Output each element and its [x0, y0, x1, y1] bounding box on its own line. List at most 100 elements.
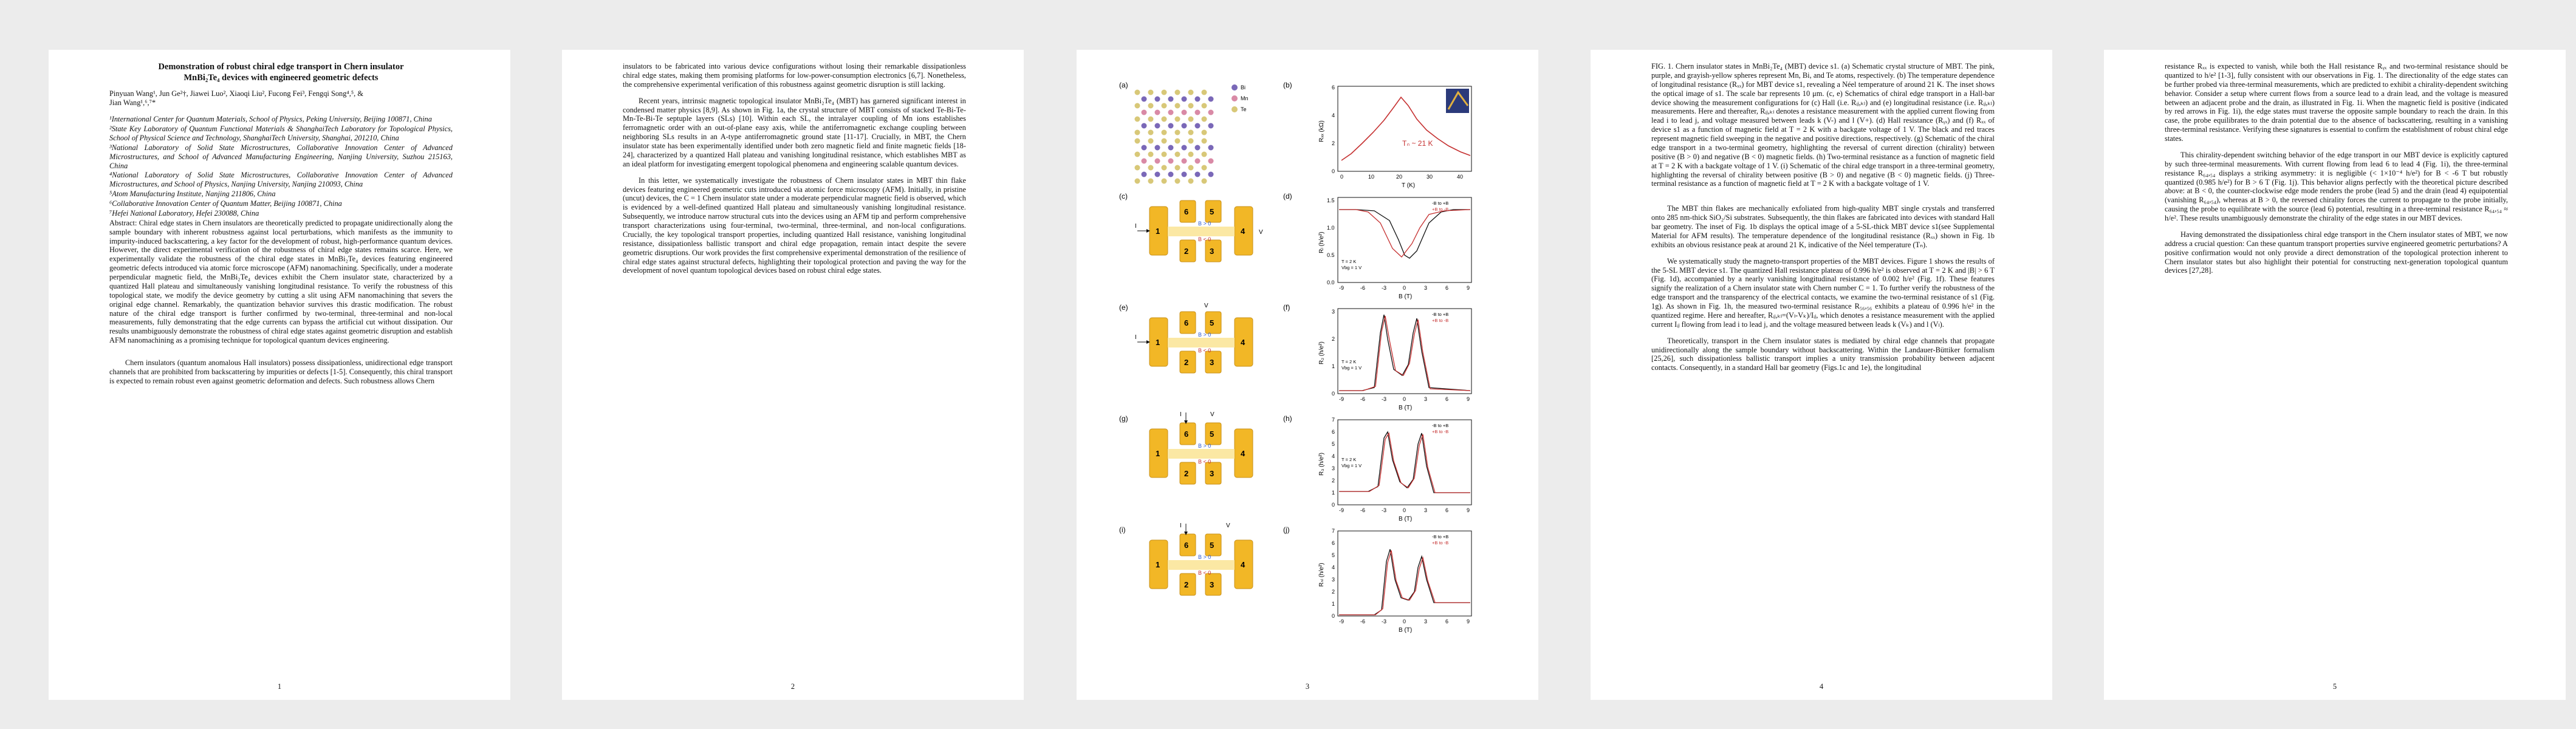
atom-sphere — [1181, 109, 1187, 115]
sweep-pos-to-neg — [1339, 550, 1470, 615]
atom-sphere — [1148, 178, 1154, 184]
affiliation: ³National Laboratory of Solid State Micr… — [109, 143, 453, 170]
j-ytick: 0 — [1332, 613, 1335, 619]
device-schematic-g: 1 2 3 4 5 6 B > 0 B < 0 I V — [1149, 411, 1253, 485]
field-xtick: 3 — [1424, 396, 1427, 402]
h-ytick: 1 — [1332, 490, 1335, 496]
legend-mn: Mn — [1241, 95, 1249, 101]
atom-sphere — [1134, 89, 1140, 95]
contact-3: 3 — [1210, 247, 1214, 256]
f-ytick: 3 — [1332, 309, 1335, 315]
page-5-text: resistance Rₓₓ is expected to vanish, wh… — [2165, 62, 2508, 275]
contact-6: 6 — [1184, 541, 1188, 550]
figure-caption: FIG. 1. Chern insulator states in MnBi₂T… — [1651, 62, 1995, 188]
atom-sphere — [1201, 103, 1207, 109]
panel-b-plot: Tₙ ~ 21 K Rₓₓ (kΩ) T (K) 0 2 4 6 0 10 20… — [1318, 84, 1472, 189]
legend-neg-to-pos: -B to +B — [1432, 200, 1448, 206]
panel-h-plot: R₃ (h/e²) 0 1 2 3 4 5 6 7 -B to +B +B to… — [1318, 417, 1472, 522]
body-paragraph: The MBT thin flakes are mechanically exf… — [1651, 204, 1995, 249]
page-number: 4 — [1819, 682, 1824, 691]
sweep-neg-to-pos — [1339, 209, 1470, 259]
field-negative-label: B < 0 — [1198, 570, 1211, 576]
field-positive-label: B > 0 — [1198, 554, 1211, 560]
atom-sphere — [1208, 109, 1214, 115]
field-xtick: 6 — [1445, 285, 1448, 291]
field-positive-label: B > 0 — [1198, 443, 1211, 449]
h-ytick: 0 — [1332, 502, 1335, 508]
atom-sphere — [1154, 158, 1160, 164]
contact-4: 4 — [1241, 227, 1245, 236]
field-negative-label: B < 0 — [1198, 459, 1211, 465]
atom-sphere — [1201, 116, 1207, 122]
contact-6: 6 — [1184, 207, 1188, 216]
atom-sphere — [1201, 129, 1207, 135]
field-xtick: 3 — [1424, 507, 1427, 513]
h-x-axis-label: B (T) — [1399, 516, 1412, 522]
atom-sphere — [1134, 151, 1140, 157]
current-label: I — [1180, 411, 1182, 418]
atom-sphere — [1154, 145, 1160, 151]
h-ytick: 3 — [1332, 465, 1335, 471]
panel-j-plot: Rₙₗ (h/e²) 0 1 2 3 4 5 6 7 -B to +B +B t… — [1318, 528, 1472, 634]
atom-sphere — [1188, 129, 1194, 135]
field-xtick: -3 — [1382, 285, 1386, 291]
b-ytick: 0 — [1332, 168, 1335, 174]
condition-gate: Vbg = 1 V — [1341, 463, 1362, 468]
page-4: FIG. 1. Chern insulator states in MnBi₂T… — [1591, 50, 2052, 700]
condition-temperature: T = 2 K — [1341, 259, 1356, 264]
contact-5: 5 — [1210, 318, 1214, 327]
atom-sphere — [1141, 145, 1147, 151]
device-schematic-i: 1 2 3 4 5 6 B > 0 B < 0 I V — [1149, 522, 1253, 596]
panel-label-j: (j) — [1283, 525, 1290, 534]
atom-sphere — [1194, 145, 1201, 151]
atom-sphere — [1208, 145, 1214, 151]
affiliations: ¹International Center for Quantum Materi… — [109, 115, 453, 218]
atom-sphere — [1208, 171, 1214, 177]
atom-sphere — [1168, 109, 1174, 115]
atom-sphere — [1174, 103, 1180, 109]
field-positive-label: B > 0 — [1198, 332, 1211, 338]
atom-sphere — [1194, 123, 1201, 129]
atom-sphere — [1148, 116, 1154, 122]
atom-sphere — [1181, 158, 1187, 164]
affiliation: ¹International Center for Quantum Materi… — [109, 115, 432, 124]
contact-2: 2 — [1184, 247, 1188, 256]
atom-sphere — [1141, 171, 1147, 177]
atom-sphere — [1161, 103, 1167, 109]
contact-5: 5 — [1210, 541, 1214, 550]
atom-sphere — [1148, 138, 1154, 144]
atom-sphere — [1168, 171, 1174, 177]
atom-sphere — [1188, 165, 1194, 171]
atom-sphere — [1141, 96, 1147, 102]
field-xtick: 0 — [1403, 618, 1406, 625]
j-ytick: 3 — [1332, 577, 1335, 583]
abstract: Abstract: Chiral edge states in Chern in… — [109, 218, 453, 345]
condition-gate: Vbg = 1 V — [1341, 265, 1362, 270]
f-ytick: 2 — [1332, 336, 1335, 342]
body-paragraph: insulators to be fabricated into various… — [623, 62, 966, 89]
atom-sphere — [1148, 103, 1154, 109]
atom-sphere — [1148, 165, 1154, 171]
panel-f-plot: R₂ (h/e²) 0 1 2 3 -B to +B +B to -B T = … — [1318, 308, 1472, 411]
field-xtick: 0 — [1403, 507, 1406, 513]
field-xtick: -6 — [1360, 618, 1365, 625]
voltage-label: V — [1204, 303, 1208, 309]
field-xtick: -3 — [1382, 618, 1386, 625]
atom-sphere — [1201, 165, 1207, 171]
atom-sphere — [1168, 96, 1174, 102]
field-xtick: 9 — [1467, 285, 1470, 291]
atom-sphere — [1201, 138, 1207, 144]
voltage-label: V — [1226, 522, 1230, 529]
atom-sphere — [1174, 116, 1180, 122]
atom-sphere — [1141, 109, 1147, 115]
panel-label-d: (d) — [1283, 192, 1292, 200]
legend-pos-to-neg: +B to -B — [1432, 318, 1448, 323]
atom-sphere — [1134, 138, 1140, 144]
sweep-pos-to-neg — [1339, 432, 1470, 493]
h-y-axis-label: R₃ (h/e²) — [1318, 453, 1325, 476]
contact-3: 3 — [1210, 469, 1214, 478]
h-ytick: 6 — [1332, 429, 1335, 435]
atom-sphere — [1134, 116, 1140, 122]
d-y-axis-label: Rₗ (h/e²) — [1318, 231, 1325, 253]
